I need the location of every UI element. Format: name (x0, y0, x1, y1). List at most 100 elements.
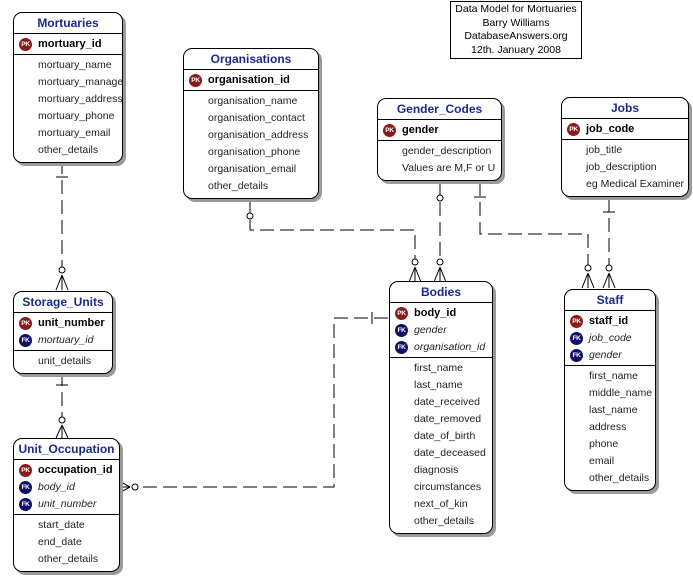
attribute-row: mortuary_manager (14, 74, 122, 91)
attribute-row: start_date (14, 517, 119, 534)
attribute-name: body_id (38, 481, 75, 493)
attribute-row: other_details (184, 178, 318, 195)
foreign-key-icon: FK (19, 334, 32, 347)
attribute-name: circumstances (414, 481, 482, 493)
attribute-row: date_removed (390, 411, 492, 428)
attribute-row: organisation_name (184, 93, 318, 110)
attribute-name: organisation_phone (208, 146, 301, 158)
attribute-name: next_of_kin (414, 498, 468, 510)
attribute-name: last_name (589, 404, 638, 416)
attribute-row: mortuary_phone (14, 108, 122, 125)
attribute-row: other_details (14, 551, 119, 568)
attribute-name: mortuary_id (38, 334, 94, 346)
rel-gender-codes-staff (479, 182, 589, 268)
attribute-row: last_name (565, 402, 655, 419)
key-divider (14, 350, 112, 351)
attribute-name: unit_details (38, 355, 92, 367)
attribute-name: gender (414, 324, 447, 336)
attribute-name: organisation_id (208, 74, 290, 86)
attribute-name: date_deceased (414, 447, 486, 459)
primary-key-icon: PK (19, 464, 32, 477)
attribute-row: phone (565, 436, 655, 453)
attribute-row: other_details (565, 470, 655, 487)
attribute-name: Values are M,F or U (402, 162, 496, 174)
attribute-row: mortuary_address (14, 91, 122, 108)
rel-organisations-bodies (249, 200, 416, 262)
attribute-name: eg Medical Examiner (586, 178, 685, 190)
foreign-key-icon: FK (570, 349, 583, 362)
attribute-name: unit_number (38, 317, 105, 329)
attribute-row: date_of_birth (390, 428, 492, 445)
attribute-name: date_received (414, 396, 480, 408)
primary-key-icon: PK (567, 123, 580, 136)
attribute-name: other_details (208, 180, 269, 192)
attribute-name: gender (402, 124, 439, 136)
attribute-name: diagnosis (414, 464, 459, 476)
attribute-name: organisation_id (414, 341, 486, 353)
attribute-name: first_name (589, 370, 639, 382)
attribute-name: mortuary_name (38, 59, 112, 71)
attribute-row: next_of_kin (390, 496, 492, 513)
note-line-1: Data Model for Mortuaries (455, 3, 577, 15)
attribute-row: job_description (562, 159, 688, 176)
key-divider (184, 90, 318, 91)
attribute-row: FK gender (390, 322, 492, 339)
key-divider (14, 514, 119, 515)
note-line-3: DatabaseAnswers.org (464, 30, 568, 42)
foreign-key-icon: FK (395, 324, 408, 337)
attribute-row: date_deceased (390, 445, 492, 462)
primary-key-icon: PK (189, 74, 202, 87)
key-divider (378, 140, 501, 141)
attribute-name: other_details (38, 553, 99, 565)
attribute-row: email (565, 453, 655, 470)
attribute-row: eg Medical Examiner (562, 176, 688, 193)
gender-codes-title: Gender_Codes (378, 99, 501, 120)
key-divider (14, 54, 122, 55)
attribute-name: mortuary_phone (38, 110, 115, 122)
attribute-row: organisation_address (184, 127, 318, 144)
attribute-name: mortuary_email (38, 127, 111, 139)
note-line-4: 12th. January 2008 (471, 43, 561, 56)
attribute-row: mortuary_email (14, 125, 122, 142)
staff-title: Staff (565, 290, 655, 311)
attribute-row: last_name (390, 377, 492, 394)
primary-key-icon: PK (570, 315, 583, 328)
mortuaries-title: Mortuaries (14, 13, 122, 34)
unit-occupation-title: Unit_Occupation (14, 439, 119, 460)
attribute-row: Values are M,F or U (378, 160, 501, 177)
attribute-name: organisation_contact (208, 112, 305, 124)
attribute-name: start_date (38, 519, 85, 531)
attribute-name: organisation_name (208, 95, 298, 107)
attribute-name: phone (589, 438, 619, 450)
key-divider (562, 139, 688, 140)
attribute-name: gender_description (402, 145, 492, 157)
attribute-row: FK mortuary_id (14, 332, 112, 349)
note-line-2: Barry Williams (482, 16, 550, 29)
primary-key-icon: PK (395, 307, 408, 320)
attribute-row: first_name (390, 360, 492, 377)
attribute-row: other_details (14, 142, 122, 159)
bodies-title: Bodies (390, 282, 492, 303)
attribute-name: last_name (414, 379, 463, 391)
attribute-name: other_details (589, 472, 650, 484)
attribute-row: circumstances (390, 479, 492, 496)
attribute-name: email (589, 455, 615, 467)
attribute-name: mortuary_manager (38, 76, 123, 88)
